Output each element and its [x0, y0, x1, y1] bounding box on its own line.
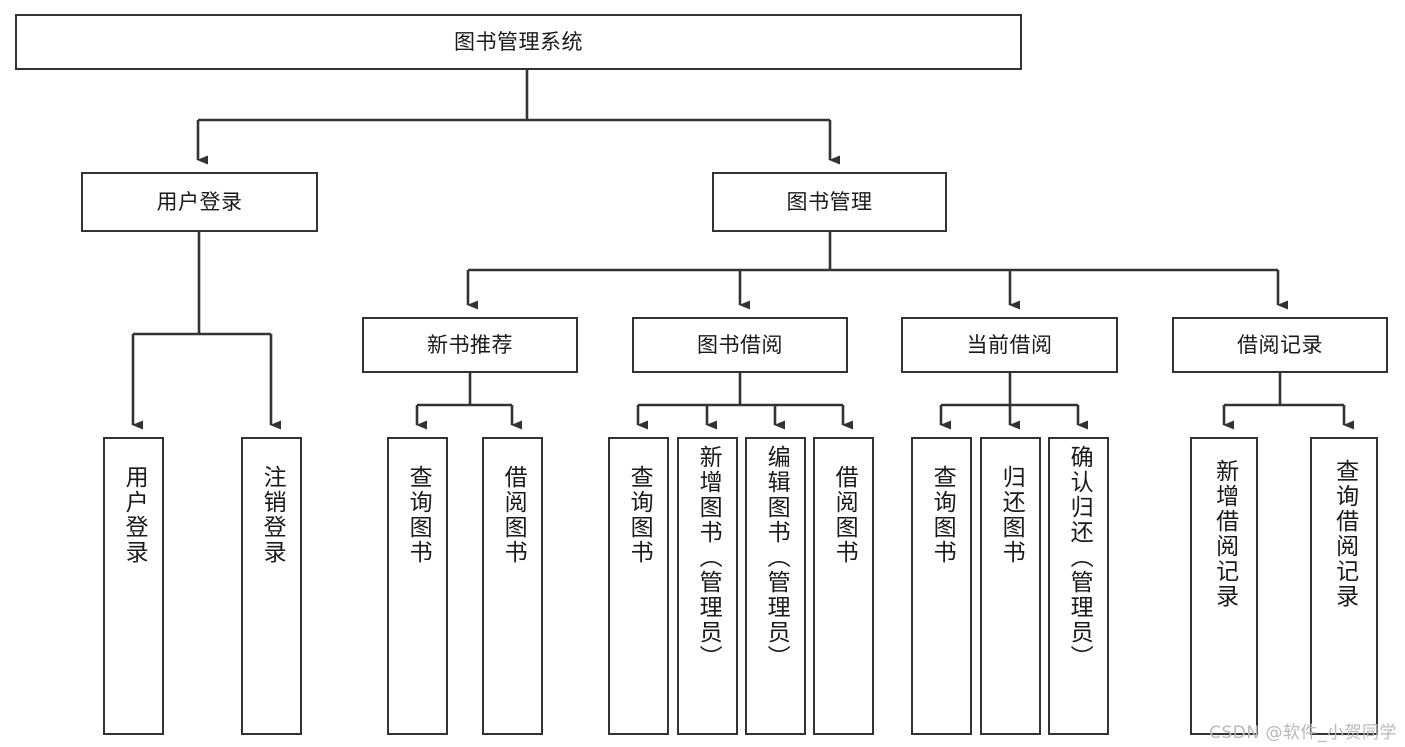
node-leaf-user-login[interactable]: 用户登录	[103, 437, 164, 735]
node-leaf-return-book-label: 归还图书	[998, 465, 1025, 565]
node-leaf-borrow-book-1[interactable]: 借阅图书	[482, 437, 543, 735]
node-leaf-borrow-book-1-label: 借阅图书	[500, 465, 527, 565]
node-leaf-query-book-1[interactable]: 查询图书	[387, 437, 448, 735]
node-leaf-confirm-return[interactable]: 确认归还（管理员）	[1048, 437, 1109, 735]
node-user-login-label: 用户登录	[156, 189, 243, 214]
node-leaf-edit-book-label: 编辑图书（管理员）	[763, 445, 790, 670]
node-leaf-query-record-label: 查询借阅记录	[1331, 459, 1358, 609]
node-leaf-confirm-return-label: 确认归还（管理员）	[1066, 445, 1093, 670]
node-book-manage-label: 图书管理	[786, 189, 873, 214]
node-leaf-query-record[interactable]: 查询借阅记录	[1310, 437, 1378, 735]
node-leaf-borrow-book-2-label: 借阅图书	[831, 465, 858, 565]
node-root-label: 图书管理系统	[454, 29, 583, 54]
node-leaf-return-book[interactable]: 归还图书	[980, 437, 1041, 735]
node-leaf-edit-book[interactable]: 编辑图书（管理员）	[745, 437, 806, 735]
node-leaf-query-book-3[interactable]: 查询图书	[911, 437, 972, 735]
node-borrow-record-label: 借阅记录	[1237, 332, 1323, 357]
node-leaf-query-book-2[interactable]: 查询图书	[608, 437, 669, 735]
node-user-login[interactable]: 用户登录	[81, 172, 318, 232]
node-leaf-add-record-label: 新增借阅记录	[1211, 459, 1238, 609]
node-borrow-record[interactable]: 借阅记录	[1172, 317, 1388, 373]
node-current-borrow[interactable]: 当前借阅	[901, 317, 1118, 373]
node-new-book-recommend-label: 新书推荐	[427, 332, 513, 357]
node-book-borrow-label: 图书借阅	[697, 332, 783, 357]
node-leaf-logout[interactable]: 注销登录	[241, 437, 302, 735]
node-leaf-query-book-1-label: 查询图书	[405, 465, 432, 565]
node-leaf-query-book-2-label: 查询图书	[626, 465, 653, 565]
node-leaf-add-book[interactable]: 新增图书（管理员）	[677, 437, 738, 735]
node-root[interactable]: 图书管理系统	[15, 14, 1022, 70]
node-leaf-add-record[interactable]: 新增借阅记录	[1190, 437, 1258, 735]
node-current-borrow-label: 当前借阅	[966, 332, 1053, 357]
node-leaf-query-book-3-label: 查询图书	[929, 465, 956, 565]
node-leaf-logout-label: 注销登录	[259, 465, 286, 565]
node-book-manage[interactable]: 图书管理	[712, 172, 947, 232]
node-new-book-recommend[interactable]: 新书推荐	[362, 317, 578, 373]
node-leaf-add-book-label: 新增图书（管理员）	[695, 445, 722, 670]
node-leaf-user-login-label: 用户登录	[121, 465, 148, 565]
node-leaf-borrow-book-2[interactable]: 借阅图书	[813, 437, 874, 735]
node-book-borrow[interactable]: 图书借阅	[632, 317, 848, 373]
csdn-watermark: CSDN @软件_小贺同学	[1209, 723, 1397, 743]
